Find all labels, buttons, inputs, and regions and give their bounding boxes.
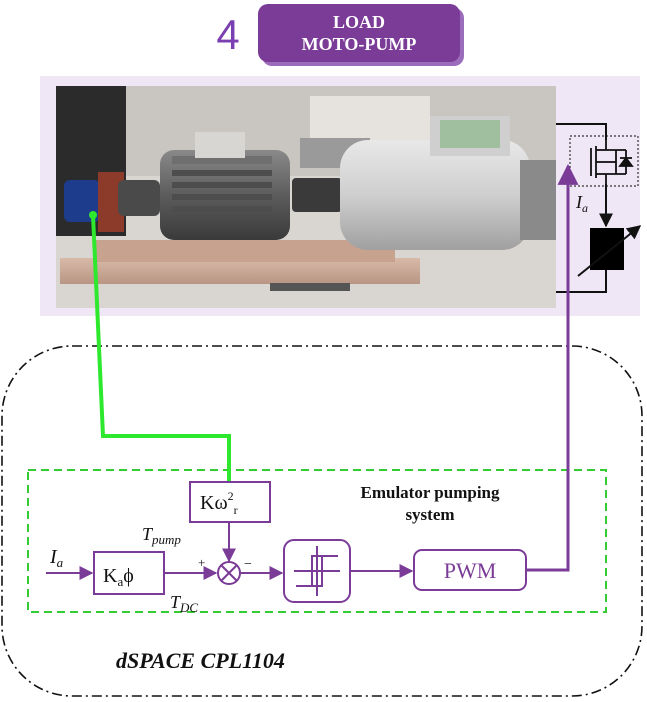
ia-input-label: Ia [49, 546, 64, 570]
dspace-boundary [1, 345, 643, 697]
load-motopump-badge: LOAD MOTO-PUMP [258, 4, 460, 62]
ka-phi-block [93, 551, 165, 595]
emulator-title-line2: system [405, 505, 454, 524]
t-dc-label: TDC [170, 592, 198, 615]
step-number: 4 [216, 11, 240, 58]
hysteresis-icon [294, 546, 340, 596]
summing-junction [217, 561, 241, 585]
mosfet-icon [590, 140, 634, 184]
badge-line-2: MOTO-PUMP [301, 34, 417, 54]
gate-signal-line [526, 163, 579, 572]
wire-top [556, 123, 607, 140]
sum-plus-sign: + [198, 555, 205, 570]
k-omega-block [189, 481, 271, 523]
variable-load-arrow [577, 225, 642, 277]
speed-feedback-line [91, 214, 231, 482]
ia-photo-label: Ia [575, 192, 588, 215]
badge-line-1: LOAD [332, 12, 385, 32]
dspace-label: dSPACE CPL1104 [116, 648, 285, 673]
k-omega-label: Kω2r [200, 489, 238, 517]
emulator-title-line1: Emulator pumping [360, 483, 500, 502]
wire-bottom [556, 270, 607, 293]
ka-phi-label: Kaϕ [103, 565, 134, 589]
t-pump-label: Tpump [142, 524, 181, 547]
mosfet-box [569, 135, 639, 187]
variable-load [590, 228, 624, 270]
sum-minus-sign: − [244, 557, 252, 572]
encoder-dot [89, 211, 97, 219]
emulator-box [27, 469, 607, 613]
bench-photo [56, 86, 556, 308]
pwm-label: PWM [444, 558, 497, 583]
